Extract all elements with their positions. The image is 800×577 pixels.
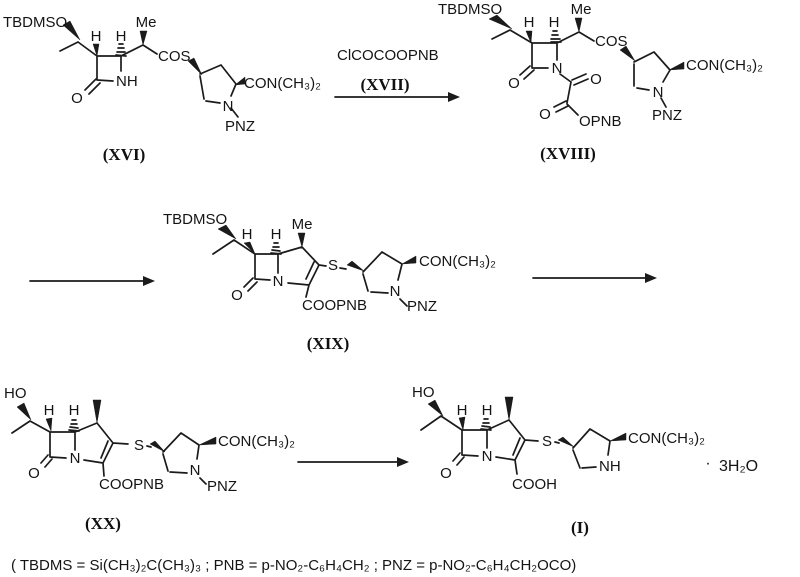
xx-h2-label: H (69, 402, 80, 419)
i-hydrate-label: 3H₂O (719, 458, 758, 475)
xix-me-label: Me (292, 216, 313, 233)
xix-coopnb-label: COOPNB (302, 297, 367, 314)
xviii-pyrrolidine-n-label: N (653, 84, 664, 101)
arrow-4-head (397, 457, 409, 467)
xx-pyrrolidine-n-label: N (190, 462, 201, 479)
xviii-oxalyl-o2-label: O (539, 106, 551, 123)
xix-amide-label: CON(CH₃)₂ (419, 253, 496, 270)
structure-xviii: TBDMSO H H Me COS N O O O OPNB CON(CH₃)₂… (438, 1, 763, 163)
xx-ring-n-label: N (70, 450, 81, 467)
reaction-arrow-2 (29, 276, 155, 286)
xx-pnz-label: PNZ (207, 478, 237, 495)
i-bonds (420, 415, 611, 475)
i-wedge-bonds (427, 396, 627, 448)
xviii-compound-label: (XVIII) (540, 144, 596, 163)
xix-h2-label: H (271, 226, 282, 243)
xviii-h1-label: H (524, 14, 535, 31)
xix-bonds (212, 239, 408, 307)
xvi-amide-label: CON(CH₃)₂ (244, 75, 321, 92)
arrow-3-head (645, 273, 657, 283)
xviii-opnb-label: OPNB (579, 113, 622, 130)
xx-coopnb-label: COOPNB (99, 476, 164, 493)
xix-s-label: S (328, 257, 338, 274)
xvi-h2-label: H (116, 28, 127, 45)
structure-xx: HO H H N O S COOPNB CON(CH₃)₂ N PNZ (XX) (4, 385, 295, 533)
xviii-wedge-bonds (488, 14, 685, 71)
xix-lactam-o-label: O (231, 287, 243, 304)
i-cooh-label: COOH (512, 476, 557, 493)
step1-reagent-text: ClCOCOOPNB (337, 47, 439, 64)
xvi-compound-label: (XVI) (103, 145, 146, 164)
xviii-h2-label: H (549, 14, 560, 31)
step1-reagent-label: (XVII) (360, 75, 409, 94)
xvi-cos-label: COS (158, 48, 191, 65)
xviii-me-label: Me (571, 1, 592, 18)
reaction-arrow-3 (532, 273, 657, 283)
structure-xix: TBDMSO H H Me N O S COOPNB CON(CH₃)₂ N P… (163, 211, 496, 353)
arrow-1-head (448, 92, 460, 102)
structure-i: HO H H N O S COOH CON(CH₃)₂ NH · 3H₂O (I… (412, 384, 758, 537)
xviii-tbdmso-label: TBDMSO (438, 1, 502, 18)
structure-xvi: TBDMSO H H Me COS NH O CON(CH₃)₂ N PNZ (… (3, 14, 321, 164)
reaction-arrow-1: ClCOCOOPNB (XVII) (334, 47, 460, 102)
xix-compound-label: (XIX) (307, 334, 350, 353)
xvi-lactam-o-label: O (71, 90, 83, 107)
i-lactam-o-label: O (440, 465, 452, 482)
xix-pyrrolidine-n-label: N (390, 283, 401, 300)
xix-tbdmso-label: TBDMSO (163, 211, 227, 228)
xvi-wedge-bonds (62, 20, 246, 86)
xx-wedge-bonds (16, 399, 217, 453)
i-ring-n-label: N (482, 448, 493, 465)
xvi-bonds (59, 41, 239, 118)
xviii-bonds (491, 29, 671, 116)
xvi-me-label: Me (136, 14, 157, 31)
i-amide-label: CON(CH₃)₂ (628, 430, 705, 447)
xx-bonds (11, 419, 207, 485)
xviii-pnz-label: PNZ (652, 107, 682, 124)
xx-ho-label: HO (4, 385, 27, 402)
arrow-2-head (143, 276, 155, 286)
xviii-lactam-n-label: N (552, 60, 563, 77)
xx-amide-label: CON(CH₃)₂ (218, 433, 295, 450)
xvi-h1-label: H (91, 28, 102, 45)
xix-ring-n-label: N (273, 273, 284, 290)
xvi-nh-label: NH (116, 73, 138, 90)
i-compound-label: (I) (571, 518, 589, 537)
xvi-pyrrolidine-n-label: N (223, 98, 234, 115)
xviii-cos-label: COS (595, 33, 628, 50)
xvi-tbdmso-label: TBDMSO (3, 14, 67, 31)
xviii-amide-label: CON(CH₃)₂ (686, 57, 763, 74)
i-h1-label: H (457, 402, 468, 419)
xx-s-label: S (134, 437, 144, 454)
xx-compound-label: (XX) (85, 514, 121, 533)
xix-wedge-bonds (217, 224, 417, 272)
reaction-arrow-4 (297, 457, 409, 467)
xix-h1-label: H (242, 226, 253, 243)
abbreviation-footnote: ( TBDMS = Si(CH₃)₂C(CH₃)₃ ; PNB = p-NO₂-… (11, 557, 576, 574)
xviii-oxalyl-o1-label: O (590, 71, 602, 88)
i-hydrate-dot: · (705, 455, 710, 472)
i-h2-label: H (482, 402, 493, 419)
i-s-label: S (542, 433, 552, 450)
i-ho-label: HO (412, 384, 435, 401)
xviii-lactam-o-label: O (508, 75, 520, 92)
xx-h1-label: H (44, 402, 55, 419)
xx-lactam-o-label: O (28, 465, 40, 482)
xix-pnz-label: PNZ (407, 298, 437, 315)
i-nh-label: NH (599, 458, 621, 475)
xvi-pnz-label: PNZ (225, 118, 255, 135)
